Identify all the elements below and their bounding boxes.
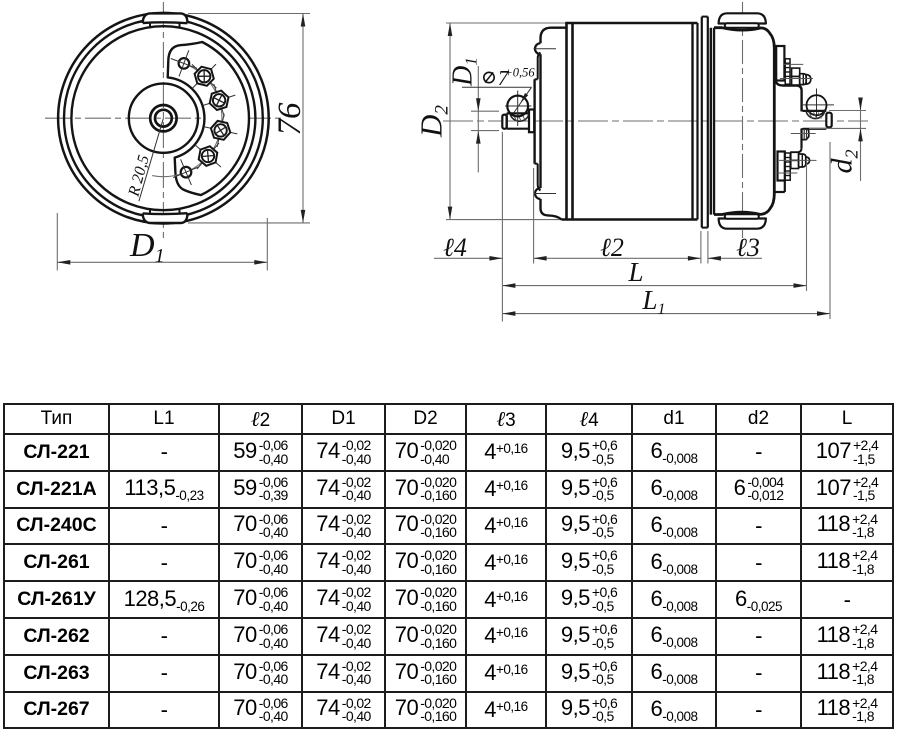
svg-text:7: 7 [498,66,510,90]
svg-text:R 20,5: R 20,5 [125,153,152,199]
svg-text:d2: d2 [826,150,862,174]
svg-text:D1: D1 [448,57,481,87]
svg-text:L1: L1 [641,285,665,318]
svg-text:+0,56: +0,56 [504,66,535,80]
svg-text:ℓ3: ℓ3 [736,233,760,262]
svg-text:D1: D1 [129,227,165,267]
svg-text:76: 76 [272,102,308,136]
svg-text:D2: D2 [414,105,453,138]
svg-text:L: L [627,257,643,287]
svg-text:ℓ4: ℓ4 [443,233,467,262]
svg-text:ℓ2: ℓ2 [600,233,624,262]
